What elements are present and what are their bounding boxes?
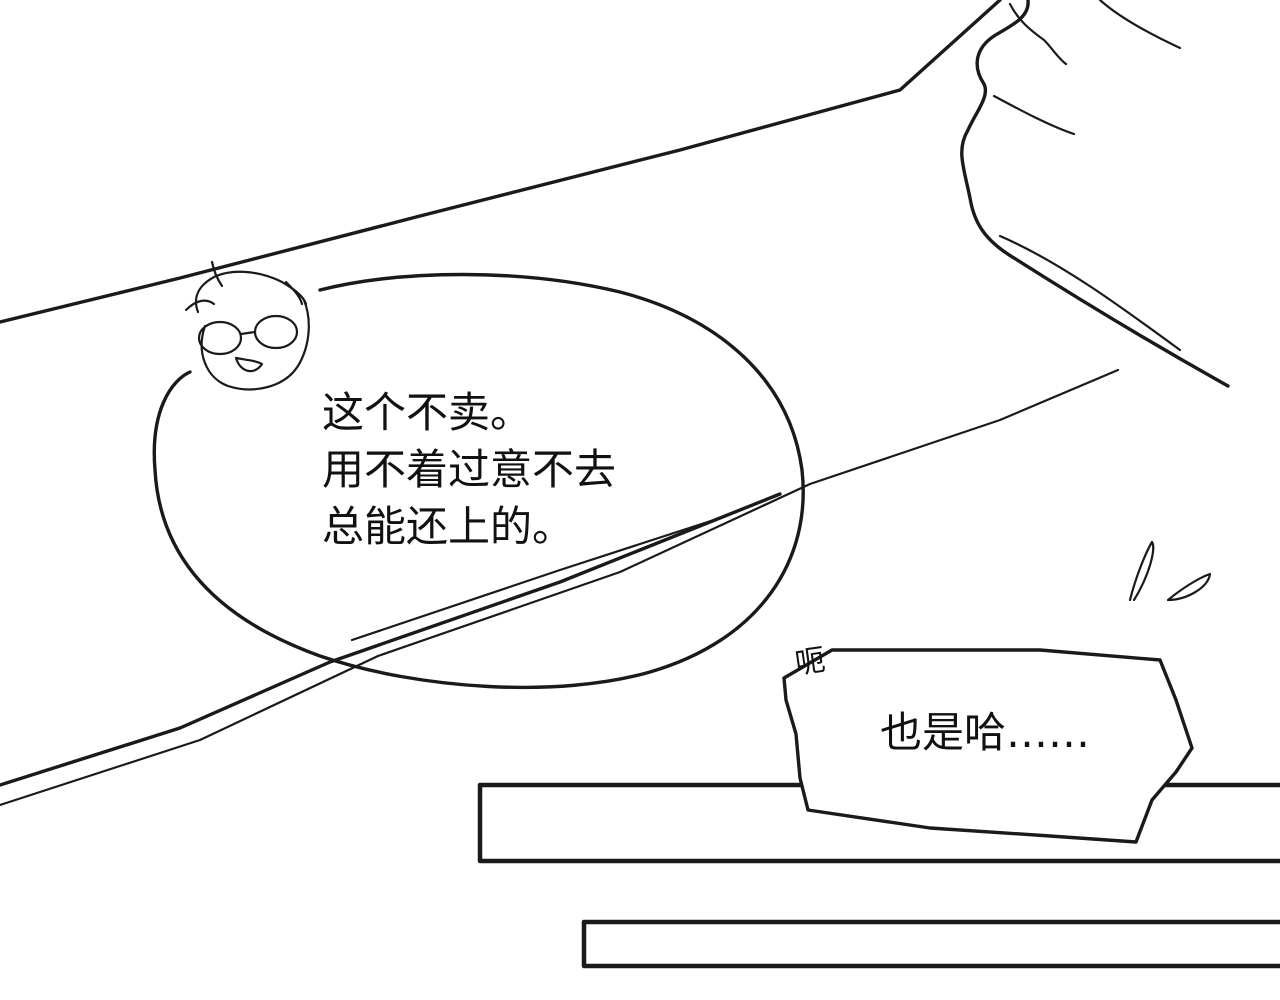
counter-lower-edge-2 [0,368,1120,807]
counter-top-edge [0,0,1002,324]
sound-effect-text: 呃 [792,642,828,682]
reply-bubble-outline [782,648,1194,844]
reply-bubble-text: 也是哈…… [880,708,1091,757]
speech-bubble-text: 这个不卖。 用不着过意不去 总能还上的。 [322,384,616,555]
speech-line-2: 用不着过意不去 [322,445,617,494]
cloth-outline [960,0,1230,388]
speech-bubble-outline [152,272,805,690]
cloth-fold-4 [998,234,1182,352]
speech-line-1: 这个不卖。 [322,388,533,437]
cloth-fold-3 [1098,0,1182,50]
glasses-face-icon [184,260,310,391]
cloth-fold-1 [1008,2,1068,66]
cloth-fold-2 [992,94,1076,136]
counter-lower-edge [0,492,782,787]
counter-lower-edge-3 [350,516,722,642]
panel-frame-2 [581,919,1280,969]
sweat-drops-icon [1128,540,1212,602]
speech-line-3: 总能还上的。 [322,502,575,551]
